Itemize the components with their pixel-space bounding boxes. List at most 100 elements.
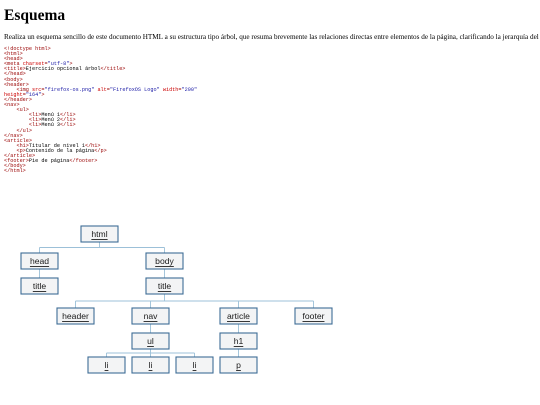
code-token: "200" xyxy=(181,86,198,93)
code-token: <footer> xyxy=(4,158,29,165)
tree-node-body: body xyxy=(145,252,184,270)
tree-node-box xyxy=(20,252,59,270)
code-line: <meta charset="utf-8"> xyxy=(4,62,197,67)
tree-node-box xyxy=(131,307,170,325)
code-token: > xyxy=(69,61,73,68)
tree-node-label: ul xyxy=(147,336,154,346)
tree-node-box xyxy=(145,277,184,295)
code-token: = xyxy=(106,86,110,93)
tree-node-label: body xyxy=(155,256,174,266)
tree-edge-html xyxy=(39,242,165,253)
code-token: </h1> xyxy=(84,142,101,149)
description: Realiza un esquema sencillo de este docu… xyxy=(4,33,540,41)
tree-node-label: html xyxy=(91,229,107,239)
tree-node-h1: h1 xyxy=(219,332,258,350)
code-line: <nav> xyxy=(4,102,197,109)
code-token: height xyxy=(4,91,23,98)
tree-node-label: li xyxy=(105,360,109,370)
code-token: <article> xyxy=(4,137,33,144)
code-token: <meta xyxy=(4,61,23,68)
code-token: Ejercicio opcional árbol xyxy=(25,66,101,73)
code-token: <li> xyxy=(28,112,42,119)
tree-node-body-title: title xyxy=(145,277,184,295)
tree-node-label: nav xyxy=(144,311,159,321)
tree-node-box xyxy=(175,356,214,374)
tree-node-box xyxy=(80,225,119,243)
tree-node-box xyxy=(56,307,95,325)
code-line: </nav> xyxy=(4,133,197,139)
code-line: <h1>Titular de nivel 1</h1> xyxy=(4,142,197,149)
code-line: </header> xyxy=(4,97,197,103)
tree-node-nav: nav xyxy=(131,307,170,325)
code-line: height="164"> xyxy=(4,91,197,98)
code-line: <header> xyxy=(4,82,197,88)
code-listing: <!doctype html><html><head><meta charset… xyxy=(4,46,198,174)
tree-node-label: h1 xyxy=(234,336,244,346)
tree-node-label: article xyxy=(227,311,250,321)
tree-node-label: title xyxy=(33,281,47,291)
tree-node-label: head xyxy=(30,256,49,266)
code-token: = xyxy=(44,61,48,68)
code-line: </head> xyxy=(4,72,197,77)
code-line: <body> xyxy=(4,77,197,83)
code-token: width xyxy=(162,86,179,93)
code-token: > xyxy=(41,91,45,98)
tree-node-p: p xyxy=(219,356,258,374)
code-token: <title> xyxy=(4,66,26,73)
tree-node-box xyxy=(219,332,258,350)
tree-node-label: footer xyxy=(303,311,325,321)
code-token: <li> xyxy=(28,122,42,129)
code-token: Menú 3 xyxy=(41,122,61,129)
code-token: <h1> xyxy=(16,142,29,149)
code-token: <nav> xyxy=(4,102,20,109)
code-token: "FirefoxOS Logo" xyxy=(109,86,160,93)
code-token: "firefox-os.png" xyxy=(44,86,95,93)
tree-node-box xyxy=(145,252,184,270)
code-line: <p>Contenido de la página</p> xyxy=(4,147,197,154)
tree-node-label: p xyxy=(236,360,241,370)
tree-node-li-1: li xyxy=(87,356,126,374)
code-token: Contenido de la página xyxy=(25,147,95,154)
tree-edge-ul xyxy=(106,349,195,357)
code-line: <img src="firefox-os.png" alt="FirefoxOS… xyxy=(4,86,198,93)
tree-edge-body-title xyxy=(75,294,314,308)
code-token: src xyxy=(32,86,42,93)
code-line: <ul> xyxy=(4,108,197,113)
tree-node-li-2: li xyxy=(131,356,170,374)
code-token: </li> xyxy=(60,117,76,124)
code-line: </body> xyxy=(4,164,197,169)
tree-node-box xyxy=(219,307,258,325)
tree-node-box xyxy=(131,356,170,374)
code-token: </body> xyxy=(4,163,26,170)
code-token: </title> xyxy=(100,66,126,73)
code-token: </article> xyxy=(4,152,36,159)
code-line: <!doctype html> xyxy=(4,46,197,52)
code-line: <article> xyxy=(4,137,197,144)
tree-node-head: head xyxy=(20,252,59,270)
code-token: "164" xyxy=(25,91,42,98)
code-token: Titular de nivel 1 xyxy=(28,142,85,149)
tree-node-box xyxy=(20,277,59,295)
code-line: <li>Menú 3</li> xyxy=(4,123,197,128)
code-line: </html> xyxy=(4,169,197,174)
code-token: </li> xyxy=(60,122,76,129)
code-token: Menú 2 xyxy=(41,117,61,124)
code-token: alt xyxy=(97,86,107,93)
code-line: <head> xyxy=(4,57,197,62)
code-token: <li> xyxy=(28,117,42,124)
code-token: = xyxy=(41,86,45,93)
tree-node-box xyxy=(87,356,126,374)
code-line: <li>Menú 2</li> xyxy=(4,118,197,123)
tree-node-ul: ul xyxy=(131,332,170,350)
tree-node-box xyxy=(219,356,258,374)
code-line: </ul> xyxy=(4,127,197,134)
code-token: </ul> xyxy=(16,127,33,134)
tree-node-li-3: li xyxy=(175,356,214,374)
tree-node-article: article xyxy=(219,307,258,325)
code-line: <li>Menú 1</li> xyxy=(4,113,197,118)
code-token: </head> xyxy=(4,71,26,78)
code-line: <title>Ejercicio opcional árbol</title> xyxy=(4,67,197,72)
tree-node-label: title xyxy=(158,281,172,291)
